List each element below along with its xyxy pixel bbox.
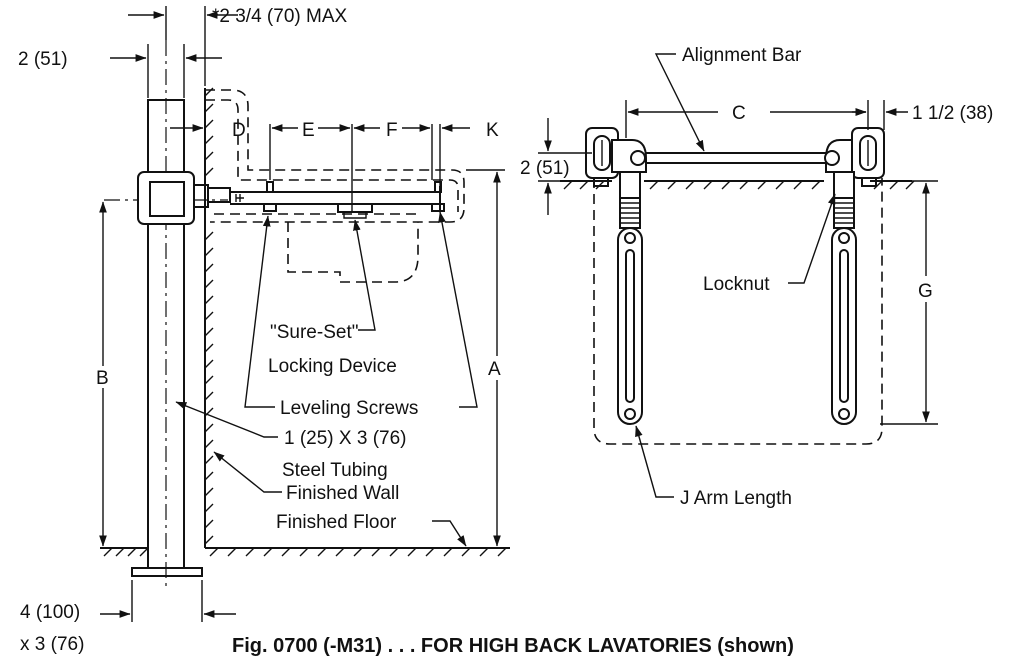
support-arm — [230, 181, 445, 219]
left-arm — [617, 197, 643, 425]
alignment-bar — [640, 152, 826, 164]
side-view: *2 3/4 (70) MAX 2 (51) D E F K — [18, 6, 510, 655]
left-bracket — [585, 127, 647, 199]
finished-wall — [204, 87, 214, 548]
dim-b-label: B — [96, 368, 109, 389]
dim-a — [466, 169, 505, 547]
tubing-width-label: 2 (51) — [18, 49, 68, 70]
front-view: C 1 1/2 (38) 2 (51) Alignment Bar G — [520, 45, 993, 509]
dim-f-label: F — [386, 120, 398, 141]
dim-c — [625, 100, 869, 138]
floor-line — [100, 547, 510, 557]
sure-set-label-line1: "Sure-Set" — [270, 322, 358, 343]
dim-a-label: A — [488, 359, 501, 380]
dim-max-width — [128, 6, 238, 86]
figure-caption: Fig. 0700 (-M31) . . . FOR HIGH BACK LAV… — [232, 635, 794, 657]
dim-g-label: G — [918, 281, 933, 302]
dim-2-51-right-label: 2 (51) — [520, 158, 570, 179]
j-arm-leader — [635, 425, 674, 498]
j-arm-length-label: J Arm Length — [680, 488, 792, 509]
sure-set-label-line2: Locking Device — [268, 356, 397, 377]
alignment-bar-leader — [654, 53, 705, 152]
dim-2-51-right — [538, 118, 592, 215]
sure-set-leader — [353, 219, 376, 331]
dim-base-plate — [100, 580, 236, 622]
finished-floor-leader — [432, 520, 467, 547]
right-arm — [831, 197, 857, 425]
base-plate-label-line2: x 3 (76) — [20, 634, 84, 655]
tubing-label-line1: 1 (25) X 3 (76) — [284, 428, 407, 449]
dim-e-f-k — [269, 124, 470, 212]
locknut-label: Locknut — [703, 274, 770, 295]
dim-1-5-38-label: 1 1/2 (38) — [912, 103, 993, 124]
dim-tubing-width — [110, 44, 222, 98]
tubing-label-line2: Steel Tubing — [282, 460, 388, 481]
arm-bracket — [137, 171, 231, 225]
leveling-screws-leader — [244, 211, 478, 408]
finished-floor-label: Finished Floor — [276, 512, 397, 533]
base-plate-label-line1: 4 (100) — [20, 602, 80, 623]
alignment-bar-label: Alignment Bar — [682, 45, 802, 66]
max-width-label: *2 3/4 (70) MAX — [212, 6, 347, 27]
finished-wall-leader — [213, 451, 282, 493]
leveling-screws-label: Leveling Screws — [280, 398, 418, 419]
locknut-leader — [788, 193, 836, 284]
right-bracket — [824, 127, 885, 199]
wall-line-front — [560, 180, 915, 190]
dim-c-label: C — [732, 103, 746, 124]
dim-g — [876, 180, 938, 425]
dim-e-label: E — [302, 120, 315, 141]
lavatory-outline-front — [593, 178, 883, 445]
dim-1-5-38 — [852, 100, 908, 130]
dim-d-label: D — [232, 120, 246, 141]
lavatory-outline — [205, 89, 465, 283]
tubing-leader — [175, 401, 278, 438]
dim-k-label: K — [486, 120, 499, 141]
finished-wall-label: Finished Wall — [286, 483, 399, 504]
